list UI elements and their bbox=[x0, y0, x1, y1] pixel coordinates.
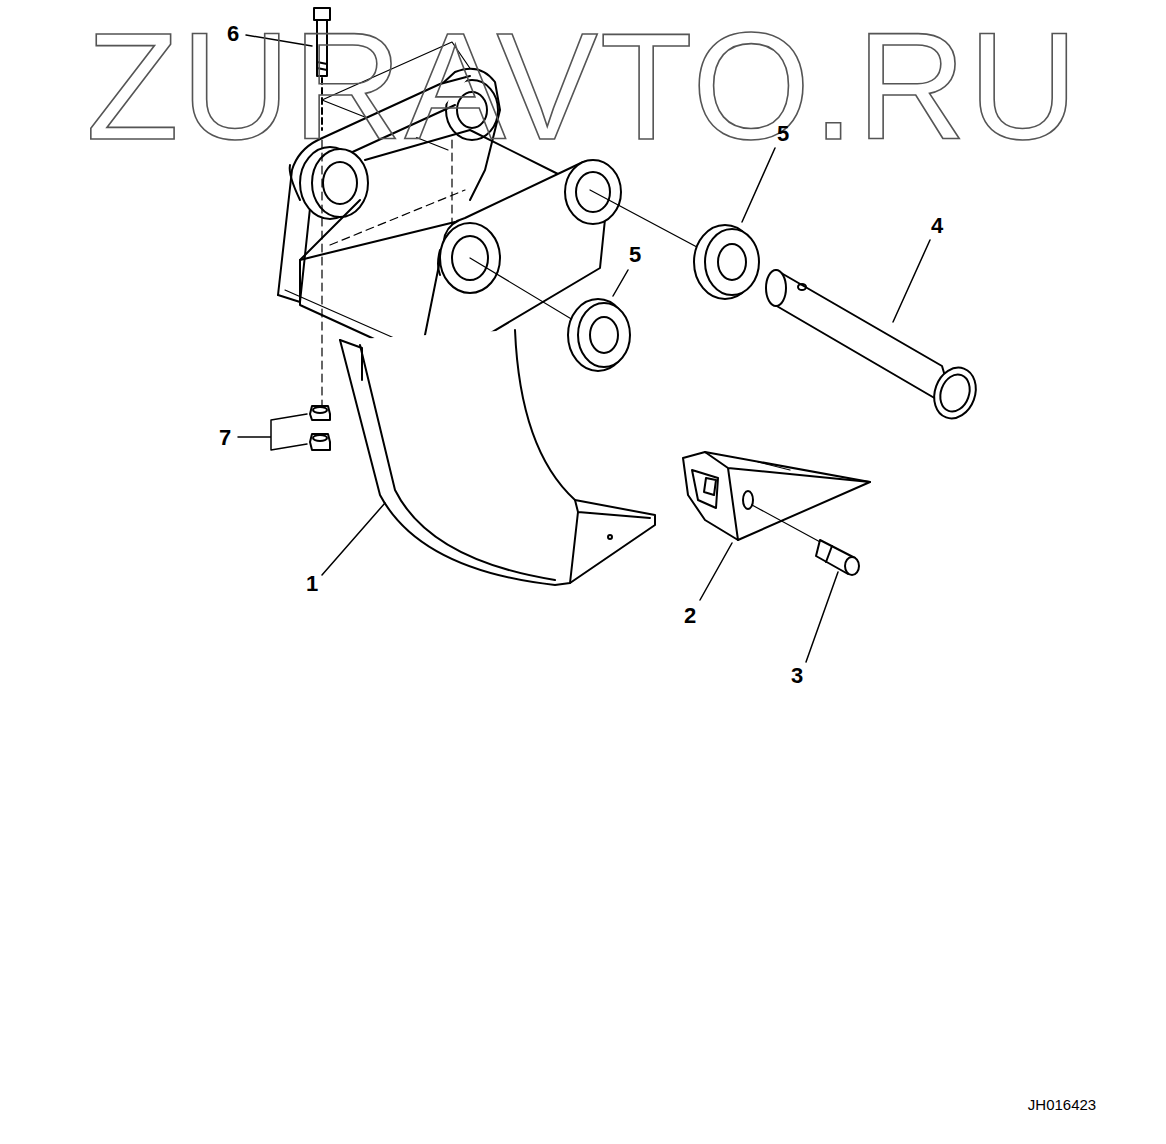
callout-number: 5 bbox=[629, 244, 641, 266]
callout-number: 4 bbox=[931, 215, 943, 237]
callout-number: 2 bbox=[684, 605, 696, 627]
callout-number: 1 bbox=[306, 573, 318, 595]
tooth-pin bbox=[816, 540, 859, 575]
washer bbox=[470, 190, 759, 371]
callout-number: 5 bbox=[777, 123, 789, 145]
callout-number: 3 bbox=[791, 665, 803, 687]
tooth bbox=[683, 452, 870, 543]
callout-number: 6 bbox=[227, 23, 239, 45]
pin bbox=[766, 270, 983, 424]
nut bbox=[310, 406, 330, 450]
callout-number: 7 bbox=[219, 427, 231, 449]
drawing-code: JH016423 bbox=[1028, 1097, 1096, 1112]
